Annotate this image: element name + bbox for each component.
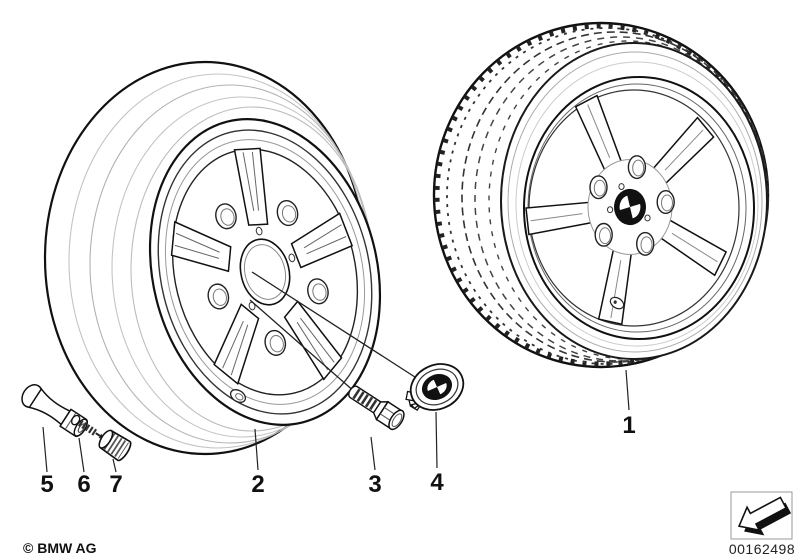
- callout-1[interactable]: 1: [622, 412, 635, 439]
- twin-spokes: [151, 128, 382, 408]
- lug-bores-inner: [594, 160, 672, 253]
- star-spokes: [526, 96, 726, 325]
- callout-3[interactable]: 3: [368, 471, 381, 498]
- wheel-face: [119, 95, 411, 450]
- bmw-roundel-icon: [614, 188, 646, 226]
- callout-5[interactable]: 5: [40, 471, 53, 498]
- spoke-ridges: [531, 105, 718, 318]
- lug-bores-inner: [193, 190, 337, 364]
- spoke-slots: [157, 133, 376, 399]
- leader-to-bolt: [249, 299, 357, 394]
- bolt-thread: [352, 388, 380, 412]
- valve-cap-drawing[interactable]: [96, 427, 133, 462]
- copyright-text: © BMW AG: [23, 540, 97, 556]
- callout-4[interactable]: 4: [430, 469, 444, 496]
- direction-arrow-icon: [730, 491, 793, 540]
- valve-stem-drawing[interactable]: [18, 381, 91, 440]
- small-face-holes: [231, 221, 304, 311]
- small-face-holes: [608, 184, 651, 221]
- callout-7[interactable]: 7: [109, 471, 122, 498]
- leader-lines: [249, 271, 419, 394]
- callout-6[interactable]: 6: [77, 471, 90, 498]
- leader-to-hubcap: [251, 271, 419, 380]
- valve-hole: [229, 389, 247, 403]
- wheel-with-tire-drawing[interactable]: [432, 21, 770, 369]
- sidewall-contours: [507, 51, 763, 353]
- arrow-face: [737, 496, 788, 532]
- wheel-bolt-drawing[interactable]: [344, 381, 407, 432]
- core-thread: [77, 419, 98, 437]
- valve-on-wheel: [609, 295, 625, 311]
- callout-2[interactable]: 2: [251, 471, 264, 498]
- callout-leaders: [42, 369, 630, 473]
- alloy-wheel-drawing[interactable]: [43, 60, 411, 456]
- cap-knurl: [103, 433, 129, 459]
- hub-cap-drawing[interactable]: [398, 356, 471, 421]
- document-number: 00162498: [729, 541, 795, 557]
